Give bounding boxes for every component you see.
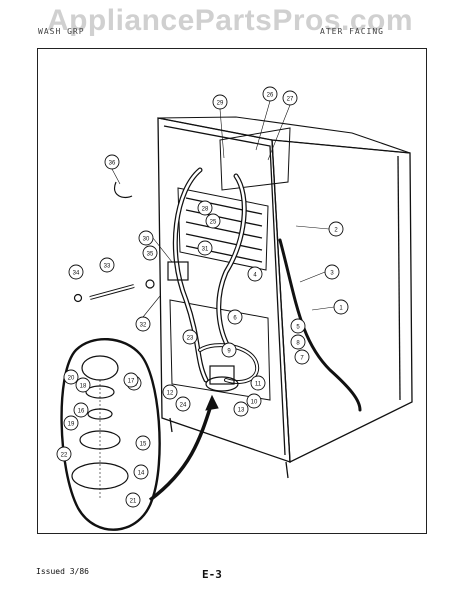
callout-17: 17: [123, 372, 139, 388]
callout-35: 35: [142, 245, 158, 261]
svg-text:11: 11: [255, 382, 262, 388]
callout-25: 25: [205, 213, 221, 229]
callout-7: 7: [294, 349, 310, 365]
svg-text:16: 16: [78, 409, 85, 415]
svg-text:13: 13: [238, 408, 245, 414]
callout-20: 20: [63, 369, 79, 385]
svg-text:34: 34: [73, 271, 80, 277]
svg-text:33: 33: [104, 264, 111, 270]
inlet-hose-assembly: [73, 181, 189, 303]
callout-6: 6: [227, 309, 243, 325]
callout-18: 18: [75, 377, 91, 393]
callout-34: 34: [68, 264, 84, 280]
svg-text:27: 27: [287, 97, 294, 103]
callout-1: 1: [333, 299, 349, 315]
svg-text:31: 31: [202, 247, 209, 253]
svg-text:20: 20: [68, 376, 75, 382]
svg-text:28: 28: [202, 207, 209, 213]
svg-text:3: 3: [330, 271, 334, 277]
callout-30: 30: [138, 230, 154, 246]
svg-text:26: 26: [267, 93, 274, 99]
callout-8: 8: [290, 334, 306, 350]
leader-lines: [111, 100, 335, 318]
svg-text:18: 18: [80, 384, 87, 390]
pump-detail-inset: [60, 337, 219, 531]
callout-29: 29: [212, 94, 228, 110]
svg-text:32: 32: [140, 323, 147, 329]
callout-11b: 11: [250, 375, 266, 391]
callout-27: 27: [282, 90, 298, 106]
callout-2: 2: [328, 221, 344, 237]
pump-assembly: [205, 365, 239, 392]
svg-text:7: 7: [300, 356, 304, 362]
svg-text:4: 4: [253, 273, 257, 279]
svg-text:9: 9: [227, 349, 231, 355]
callout-5: 5: [290, 318, 306, 334]
issue-date: Issued 3/86: [36, 567, 89, 576]
svg-text:22: 22: [61, 453, 68, 459]
hoses: [172, 167, 362, 412]
callout-31: 31: [197, 240, 213, 256]
svg-text:25: 25: [210, 220, 217, 226]
callout-12: 12: [162, 384, 178, 400]
callout-32: 32: [135, 316, 151, 332]
svg-text:21: 21: [130, 499, 137, 505]
svg-text:35: 35: [147, 252, 154, 258]
svg-text:2: 2: [334, 228, 338, 234]
callout-10: 10: [246, 393, 262, 409]
svg-text:19: 19: [68, 422, 75, 428]
callout-15: 15: [135, 435, 151, 451]
callout-9: 9: [221, 342, 237, 358]
page-number: E-3: [202, 568, 222, 581]
callout-14: 14: [133, 464, 149, 480]
svg-text:17: 17: [128, 379, 135, 385]
svg-text:23: 23: [187, 336, 194, 342]
callout-24: 24: [175, 396, 191, 412]
callout-3: 3: [324, 264, 340, 280]
callout-22: 22: [56, 446, 72, 462]
svg-text:5: 5: [296, 325, 300, 331]
svg-text:29: 29: [217, 101, 224, 107]
svg-text:10: 10: [251, 400, 258, 406]
svg-text:14: 14: [138, 471, 145, 477]
watermark-logo: AppliancePartsPros.com: [46, 4, 414, 37]
callout-33: 33: [99, 257, 115, 273]
callout-19: 19: [63, 415, 79, 431]
callout-21: 21: [125, 492, 141, 508]
svg-text:24: 24: [180, 403, 187, 409]
svg-text:12: 12: [167, 391, 174, 397]
callout-23: 23: [182, 329, 198, 345]
callout-4: 4: [247, 266, 263, 282]
svg-text:36: 36: [109, 161, 116, 167]
svg-text:15: 15: [140, 442, 147, 448]
washer-cabinet: [157, 116, 413, 479]
svg-text:1: 1: [339, 306, 343, 312]
header-left-text: WASH GRP: [38, 27, 85, 36]
header-right-text: ATER FACING: [320, 27, 384, 36]
callout-26: 26: [262, 86, 278, 102]
callout-16: 16: [73, 402, 89, 418]
svg-text:30: 30: [143, 237, 150, 243]
svg-text:8: 8: [296, 341, 300, 347]
callout-36: 36: [104, 154, 120, 170]
callout-13: 13: [233, 401, 249, 417]
diagram-frame: [37, 48, 427, 534]
svg-text:6: 6: [233, 316, 237, 322]
callout-28: 28: [197, 200, 213, 216]
